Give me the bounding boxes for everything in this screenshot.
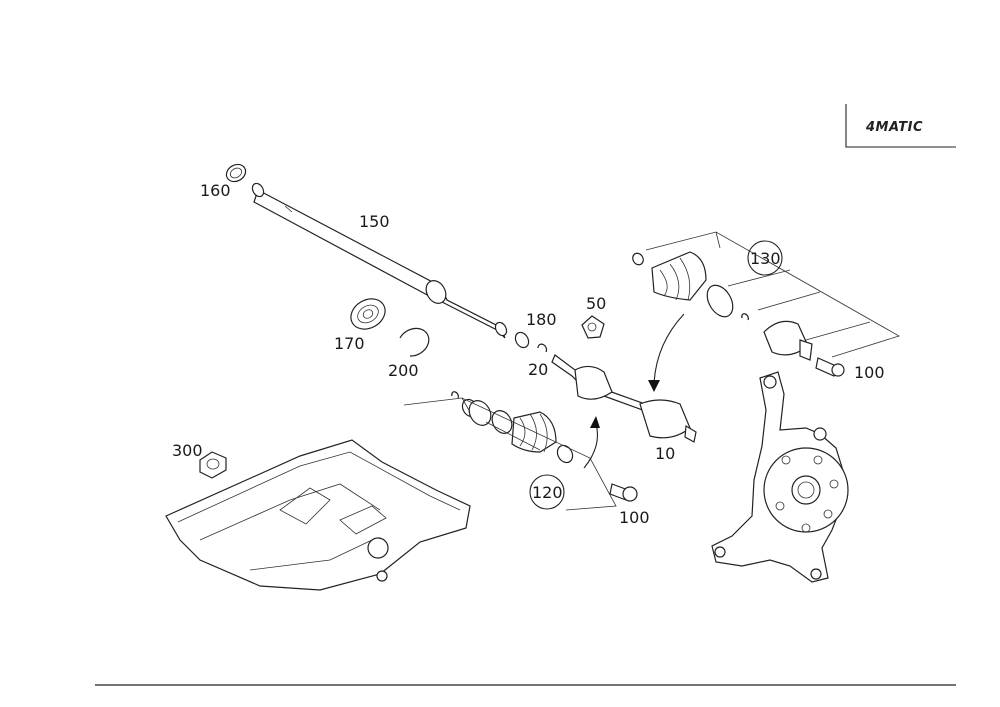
- part-200-circlip: [399, 327, 430, 357]
- part-180-snap-ring: [514, 331, 530, 349]
- callout-180: 180: [526, 310, 557, 329]
- part-100-bolt-lower: [609, 483, 638, 502]
- steering-knuckle: [711, 371, 849, 583]
- part-50-retainer: [581, 315, 605, 339]
- part-150-intermediate-shaft: [251, 182, 508, 339]
- callout-100-lower: 100: [619, 508, 650, 527]
- callout-170: 170: [334, 334, 365, 353]
- part-130-outer-boot-kit: [632, 231, 900, 377]
- callout-100-upper: 100: [854, 363, 885, 382]
- part-120-inner-boot-kit: [403, 391, 617, 511]
- part-20-clip: [537, 343, 548, 353]
- callout-120: 120: [532, 483, 563, 502]
- 4matic-badge-text: 4MATIC: [865, 120, 923, 135]
- callout-130: 130: [750, 249, 781, 268]
- callout-50: 50: [586, 294, 606, 313]
- part-160-seal-ring: [225, 163, 247, 183]
- callout-200: 200: [388, 361, 419, 380]
- callout-10: 10: [655, 444, 675, 463]
- callout-160: 160: [200, 181, 231, 200]
- callout-300: 300: [172, 441, 203, 460]
- callout-circle-130: [747, 240, 783, 276]
- callout-20: 20: [528, 360, 548, 379]
- part-300-nut: [199, 451, 227, 479]
- part-170-bearing: [350, 298, 386, 330]
- callout-circle-120: [529, 474, 565, 510]
- 4matic-badge: 4MATIC: [845, 104, 956, 148]
- assembly-arrows: [583, 313, 685, 469]
- part-10-axle-shaft: [551, 354, 697, 443]
- callout-150: 150: [359, 212, 390, 231]
- oil-pan-housing: [165, 439, 471, 591]
